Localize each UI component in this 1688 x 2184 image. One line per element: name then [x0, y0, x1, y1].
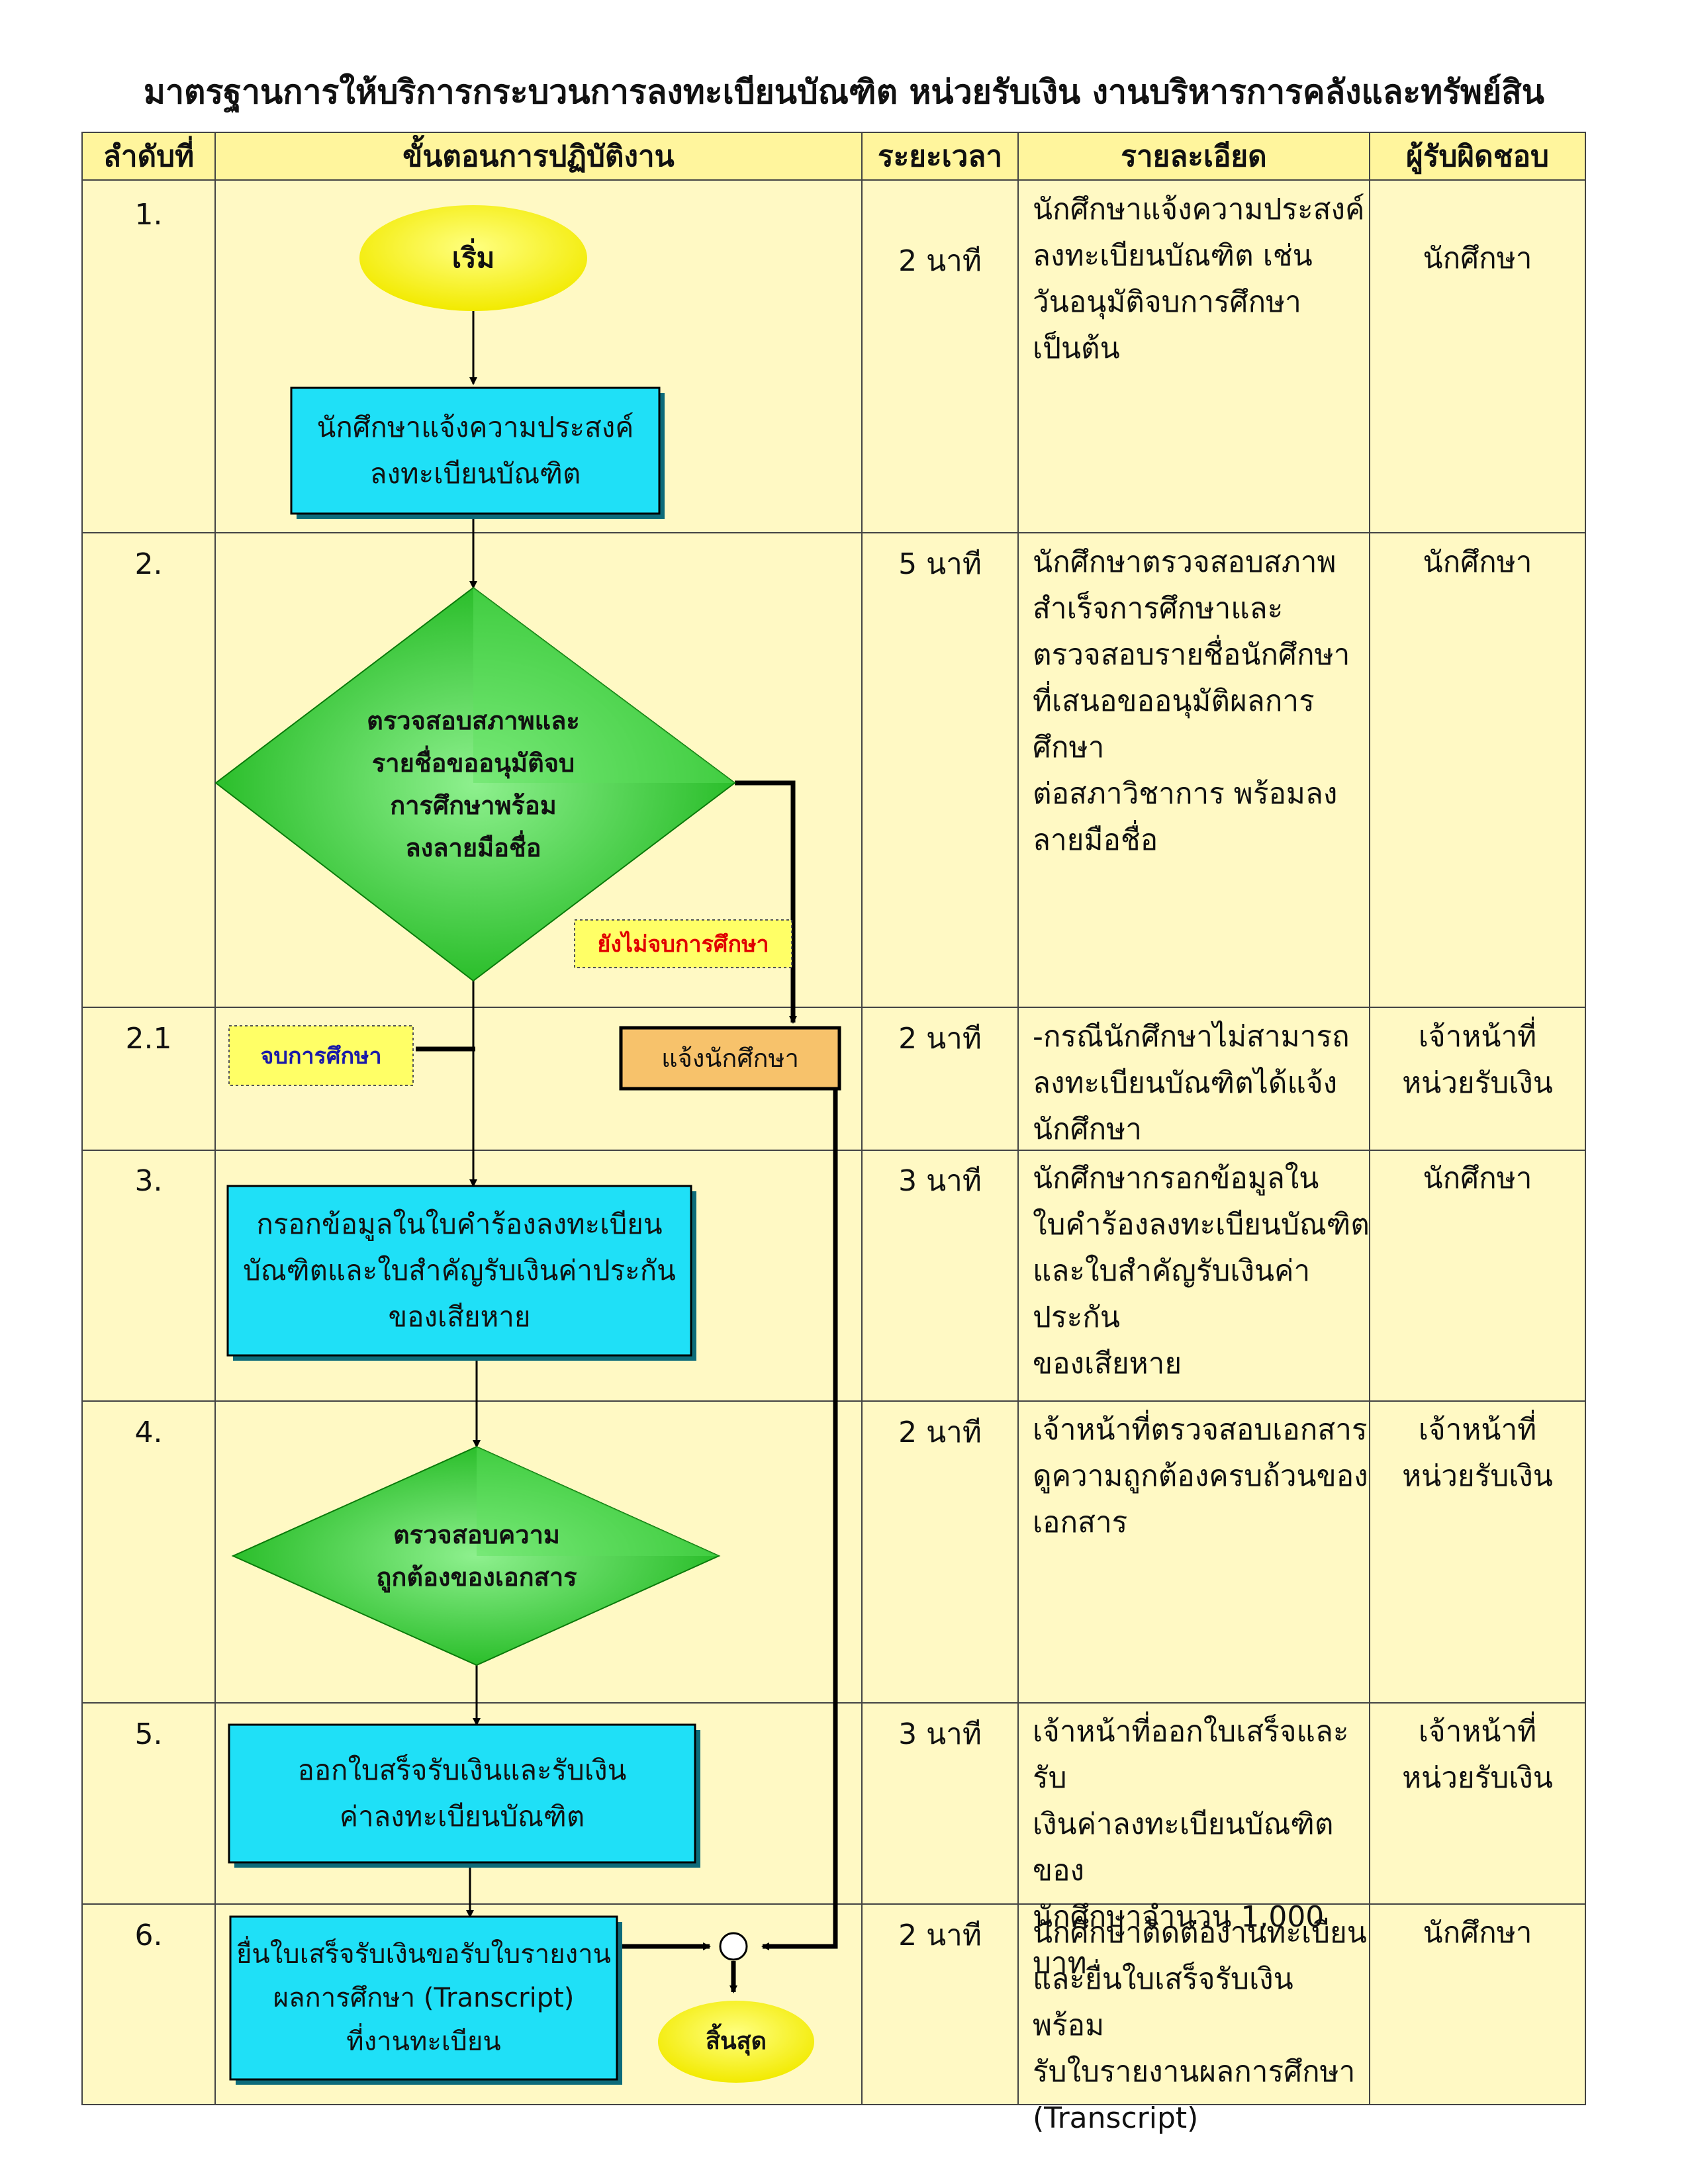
row-6-responsible: นักศึกษา — [1423, 1916, 1532, 1950]
row-6-details: นักศึกษาติดต่องานทะเบียน และยื่นใบเสร็จร… — [1033, 1916, 1367, 2135]
step3-label: กรอกข้อมูลในใบคำร้องลงทะเบียน บัณฑิตและใ… — [243, 1208, 676, 1333]
step1-label: นักศึกษาแจ้งความประสงค์ ลงทะเบียนบัณฑิต — [316, 411, 634, 490]
row-5-responsible: เจ้าหน้าที่ หน่วยรับเงิน — [1402, 1715, 1553, 1795]
step6-label: ยื่นใบเสร็จรับเงินขอรับใบรายงาน ผลการศึก… — [236, 1939, 611, 2057]
row-5-time: 3 นาที — [898, 1717, 982, 1751]
decision1-facet — [473, 588, 735, 783]
step1-box — [290, 387, 661, 515]
label-not-graduated: ยังไม่จบการศึกษา — [597, 931, 769, 958]
notify-label: แจ้งนักศึกษา — [661, 1044, 799, 1073]
row-4-number: 4. — [134, 1416, 163, 1449]
step3-box — [226, 1185, 692, 1357]
page-title: มาตรฐานการให้บริการกระบวนการลงทะเบียนบัณ… — [144, 73, 1544, 111]
row-5-number: 5. — [134, 1717, 163, 1751]
label-not-graduated-box — [574, 919, 792, 968]
notify-box — [619, 1026, 841, 1091]
flow-connectors — [466, 311, 481, 1918]
label-graduated: จบการศึกษา — [260, 1043, 382, 1069]
header-responsible: ผู้รับผิดชอบ — [1406, 140, 1549, 173]
row-1-responsible: นักศึกษา — [1423, 242, 1532, 275]
arrow-notify-to-merge — [761, 1089, 838, 1950]
header-details: รายละเอียด — [1121, 140, 1267, 173]
start-label: เริ่ม — [451, 242, 495, 274]
row-2-number: 2. — [134, 547, 163, 581]
row-2-1-time: 2 นาที — [898, 1022, 982, 1056]
decision2-label: ตรวจสอบความ ถูกต้องของเอกสาร — [376, 1520, 577, 1592]
row-1-time: 2 นาที — [898, 244, 982, 278]
row-3-number: 3. — [134, 1164, 163, 1198]
label-graduated-box — [228, 1025, 414, 1086]
row-5-details: เจ้าหน้าที่ออกใบเสร็จและรับ เงินค่าลงทะเ… — [1033, 1715, 1349, 1980]
row-2-details: นักศึกษาตรวจสอบสภาพ สำเร็จการศึกษาและ ตร… — [1033, 545, 1350, 857]
row-6-time: 2 นาที — [898, 1919, 982, 1952]
row-2-1-responsible: เจ้าหน้าที่ หน่วยรับเงิน — [1402, 1020, 1553, 1100]
merge-connector — [719, 1932, 748, 1961]
arrow-decision1-to-notify — [735, 780, 797, 1024]
row-3-time: 3 นาที — [898, 1164, 982, 1198]
row-3-responsible: นักศึกษา — [1423, 1161, 1532, 1195]
row-6-number: 6. — [134, 1919, 163, 1952]
step6-box — [229, 1915, 618, 2081]
table-header-background — [82, 132, 1585, 180]
header-time: ระยะเวลา — [877, 140, 1003, 173]
row-1-details: นักศึกษาแจ้งความประสงค์ ลงทะเบียนบัณฑิต … — [1033, 193, 1365, 365]
row-4-responsible: เจ้าหน้าที่ หน่วยรับเงิน — [1402, 1413, 1553, 1493]
row-4-time: 2 นาที — [898, 1416, 982, 1449]
step5-label: ออกใบสร็จรับเงินและรับเงิน ค่าลงทะเบียนบ… — [297, 1754, 627, 1833]
decision2-diamond — [231, 1445, 721, 1666]
header-order: ลำดับที่ — [103, 140, 195, 173]
end-label: สิ้นสุด — [706, 2028, 767, 2055]
row-3-details: นักศึกษากรอกข้อมูลใน ใบคำร้องลงทะเบียนบั… — [1033, 1161, 1370, 1381]
row-4-details: เจ้าหน้าที่ตรวจสอบเอกสาร ดูความถูกต้องคร… — [1033, 1413, 1368, 1539]
flow-thick-connectors — [416, 780, 838, 1993]
row-2-time: 5 นาที — [898, 547, 982, 581]
decision1-label: ตรวจสอบสภาพและ รายชื่อขออนุมัติจบ การศึก… — [367, 706, 580, 862]
step5-box — [228, 1723, 696, 1864]
row-2-1-details: -กรณีนักศึกษาไม่สามารถ ลงทะเบียนบัณฑิตได… — [1033, 1020, 1350, 1146]
decision1-diamond — [214, 586, 736, 982]
end-oval — [658, 2001, 814, 2083]
row-1-number: 1. — [134, 198, 163, 232]
row-2-1-number: 2.1 — [125, 1022, 172, 1056]
decision2-facet — [477, 1447, 719, 1556]
header-steps: ขั้นตอนการปฏิบัติงาน — [402, 140, 675, 173]
row-2-responsible: นักศึกษา — [1423, 545, 1532, 579]
start-oval — [359, 205, 587, 311]
